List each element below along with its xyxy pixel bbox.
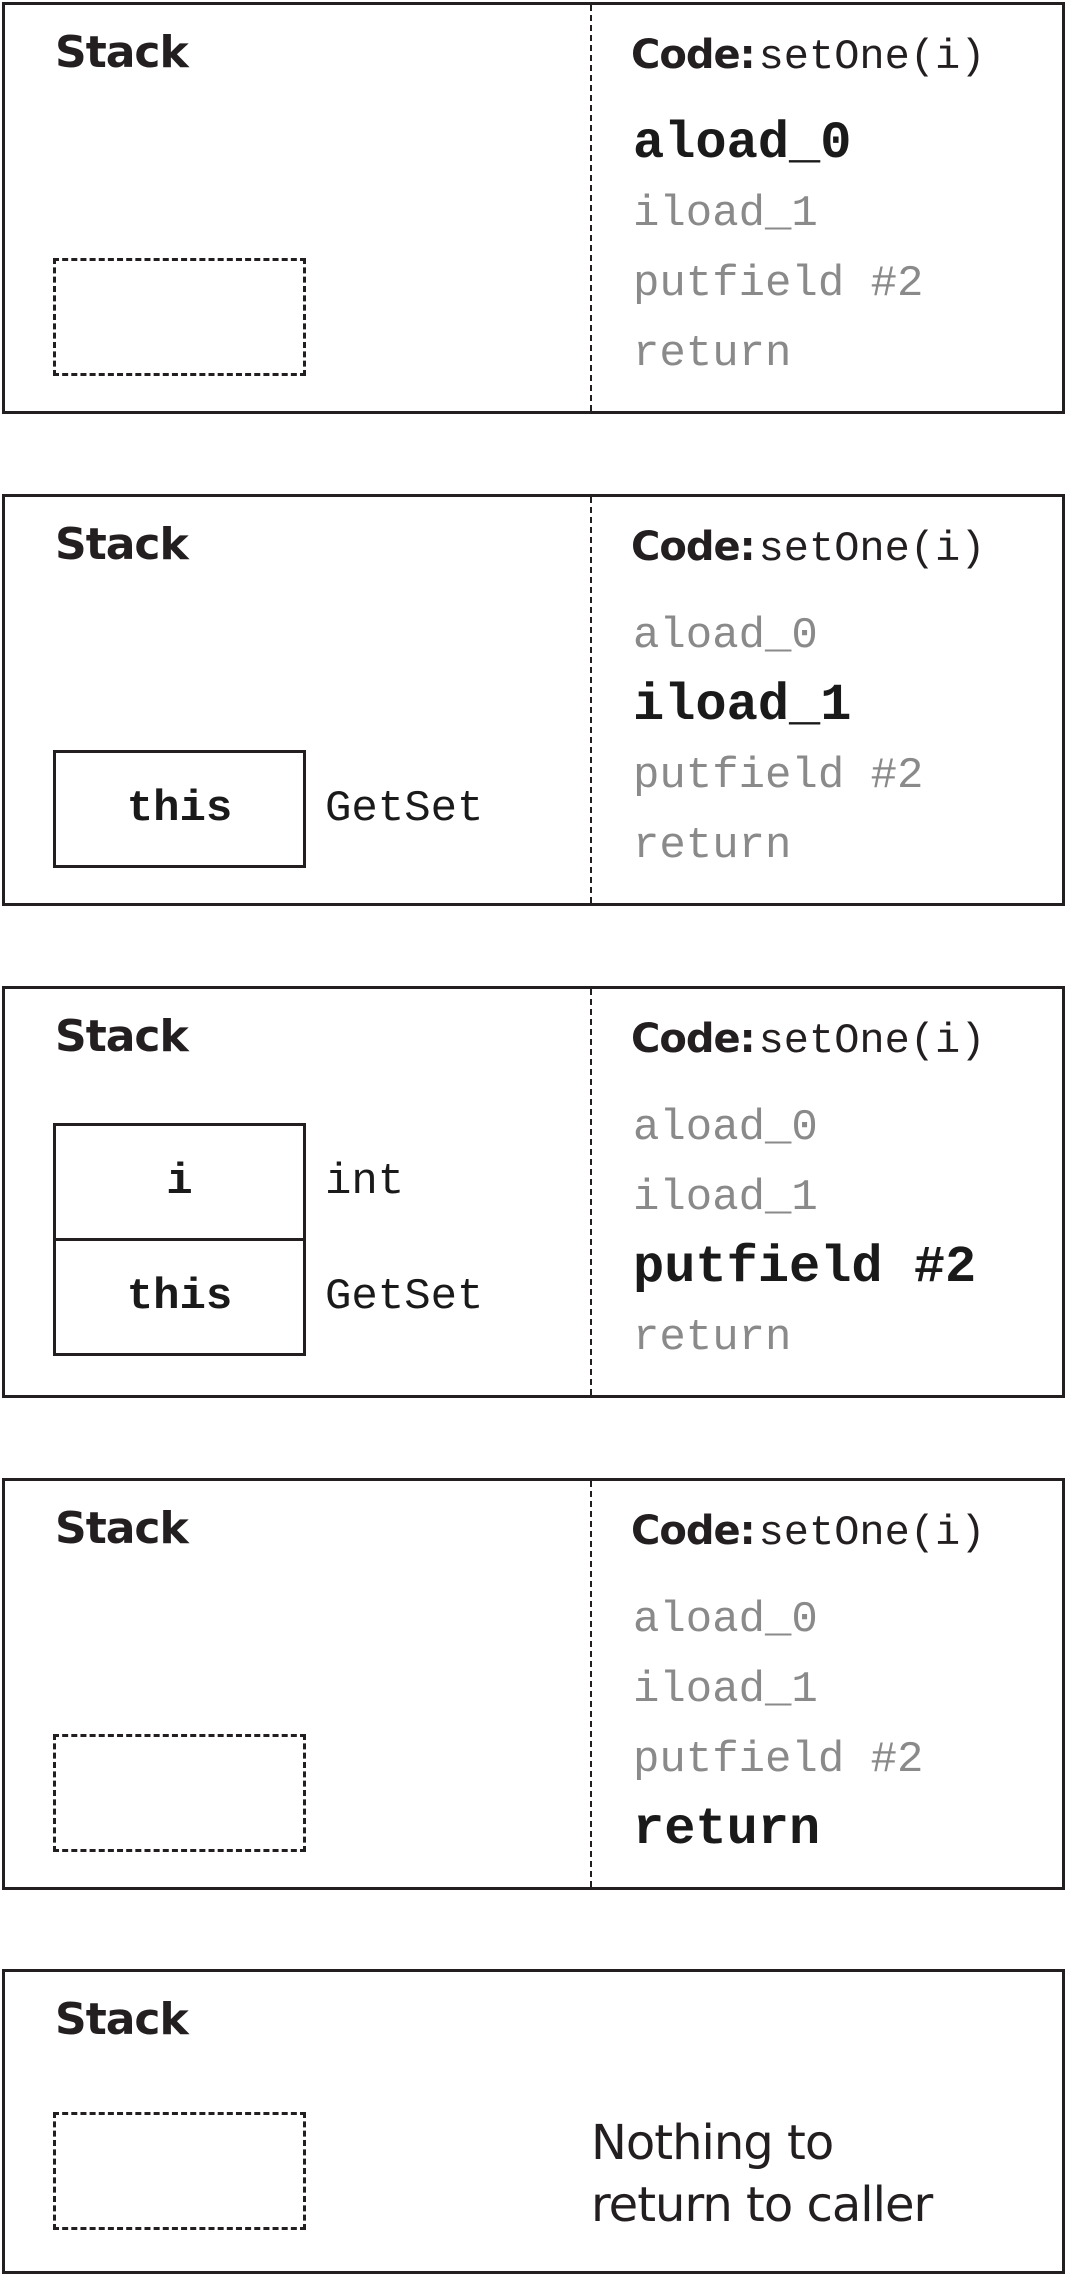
stack-heading: Stack: [55, 27, 189, 78]
instruction-aload-0: aload_0: [633, 1595, 818, 1645]
stack-slot-this: this: [53, 1238, 306, 1356]
code-label: Code:: [631, 1508, 756, 1554]
stack-heading: Stack: [55, 519, 189, 570]
instruction-iload-1: iload_1: [633, 189, 818, 239]
instruction-putfield: putfield #2: [633, 259, 924, 309]
instruction-return: return: [633, 821, 792, 871]
instruction-return: return: [633, 1800, 821, 1859]
method-name: setOne(i): [758, 525, 986, 573]
instruction-iload-1: iload_1: [633, 676, 852, 735]
empty-stack-slot: [53, 2112, 306, 2230]
panel-divider: [590, 1481, 592, 1887]
instruction-putfield: putfield #2: [633, 751, 924, 801]
stack-heading: Stack: [55, 1011, 189, 1062]
stack-slot-this: this: [53, 750, 306, 868]
step-panel-1: Stack Code: setOne(i) aload_0 iload_1 pu…: [2, 2, 1065, 414]
instruction-aload-0: aload_0: [633, 114, 852, 173]
code-label: Code:: [631, 1016, 756, 1062]
instruction-list: aload_0 iload_1 putfield #2 return: [633, 109, 923, 389]
instruction-aload-0: aload_0: [633, 1103, 818, 1153]
code-header: Code: setOne(i): [631, 1511, 985, 1554]
method-name: setOne(i): [758, 1509, 986, 1557]
stack-heading: Stack: [55, 1503, 189, 1554]
final-note-line-1: Nothing to: [591, 2115, 834, 2171]
code-label: Code:: [631, 524, 756, 570]
instruction-putfield: putfield #2: [633, 1238, 977, 1297]
panel-divider: [590, 497, 592, 903]
step-panel-3: Stack i int this GetSet Code: setOne(i) …: [2, 986, 1065, 1398]
method-name: setOne(i): [758, 1017, 986, 1065]
step-panel-5: Stack Nothing to return to caller: [2, 1969, 1065, 2274]
instruction-list: aload_0 iload_1 putfield #2 return: [633, 1093, 976, 1373]
step-panel-4: Stack Code: setOne(i) aload_0 iload_1 pu…: [2, 1478, 1065, 1890]
empty-stack-slot: [53, 1734, 306, 1852]
instruction-iload-1: iload_1: [633, 1173, 818, 1223]
panel-divider: [590, 989, 592, 1395]
instruction-iload-1: iload_1: [633, 1665, 818, 1715]
stack-slot-i: i: [53, 1123, 306, 1241]
instruction-list: aload_0 iload_1 putfield #2 return: [633, 1585, 923, 1865]
code-header: Code: setOne(i): [631, 35, 985, 78]
instruction-return: return: [633, 1313, 792, 1363]
instruction-putfield: putfield #2: [633, 1735, 924, 1785]
panel-divider: [590, 5, 592, 411]
empty-stack-slot: [53, 258, 306, 376]
method-name: setOne(i): [758, 33, 986, 81]
type-label-getset: GetSet: [325, 784, 484, 834]
step-panel-2: Stack this GetSet Code: setOne(i) aload_…: [2, 494, 1065, 906]
code-header: Code: setOne(i): [631, 527, 985, 570]
code-header: Code: setOne(i): [631, 1019, 985, 1062]
stack-heading: Stack: [55, 1994, 189, 2045]
instruction-list: aload_0 iload_1 putfield #2 return: [633, 601, 923, 881]
code-label: Code:: [631, 32, 756, 78]
instruction-return: return: [633, 329, 792, 379]
instruction-aload-0: aload_0: [633, 611, 818, 661]
final-note: Nothing to return to caller: [591, 2112, 933, 2236]
final-note-line-2: return to caller: [591, 2177, 933, 2233]
type-label-getset: GetSet: [325, 1272, 484, 1322]
type-label-int: int: [325, 1157, 405, 1207]
